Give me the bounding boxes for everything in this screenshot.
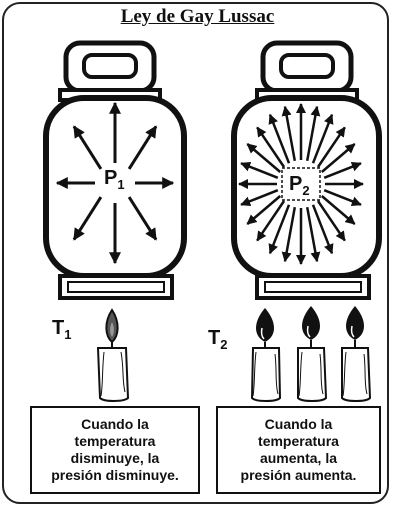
right-label-box bbox=[281, 167, 321, 201]
pressure-arrow bbox=[281, 206, 297, 263]
right-pressure-label: P2 bbox=[289, 173, 310, 198]
pressure-arrow bbox=[268, 113, 291, 164]
pressure-arrow bbox=[305, 206, 321, 263]
pressure-arrow bbox=[256, 126, 286, 168]
pressure-arrow bbox=[320, 195, 356, 225]
right-candle-2 bbox=[297, 306, 328, 402]
right-caption-text: Cuando la temperatura aumenta, la presió… bbox=[240, 416, 357, 483]
pressure-arrow bbox=[316, 200, 346, 242]
right-pressure-arrows bbox=[238, 103, 364, 265]
right-temperature-label: T2 bbox=[208, 327, 227, 352]
left-caption-text: Cuando la temperatura disminuye, la pres… bbox=[51, 416, 179, 483]
pressure-arrow bbox=[268, 204, 291, 255]
pressure-arrow bbox=[305, 105, 321, 162]
pressure-arrow bbox=[246, 143, 282, 173]
left-pressure-arrows bbox=[55, 101, 175, 265]
right-candle-1 bbox=[250, 308, 282, 402]
left-temperature-label: T1 bbox=[52, 317, 71, 342]
pressure-arrow bbox=[246, 195, 282, 225]
pressure-arrow bbox=[240, 161, 279, 179]
right-candle-3 bbox=[341, 306, 372, 402]
pressure-arrow bbox=[320, 143, 356, 173]
right-caption-box: Cuando la temperatura aumenta, la presió… bbox=[216, 406, 381, 494]
left-caption-box: Cuando la temperatura disminuye, la pres… bbox=[30, 406, 200, 494]
pressure-arrow bbox=[127, 196, 158, 241]
pressure-arrow bbox=[323, 189, 362, 207]
pressure-arrow bbox=[316, 126, 346, 168]
left-pressure-label: P1 bbox=[104, 167, 125, 192]
pressure-arrow bbox=[311, 113, 334, 164]
pressure-arrow bbox=[256, 200, 286, 242]
pressure-arrow bbox=[72, 125, 103, 170]
diagram-title: Ley de Gay Lussac bbox=[120, 6, 275, 27]
pressure-arrow bbox=[72, 196, 103, 241]
pressure-arrow bbox=[127, 125, 158, 170]
pressure-arrow bbox=[323, 161, 362, 179]
outer-frame bbox=[2, 2, 389, 504]
pressure-arrow bbox=[281, 105, 297, 162]
pressure-arrow bbox=[311, 204, 334, 255]
pressure-arrow bbox=[240, 189, 279, 207]
left-candle bbox=[96, 308, 130, 402]
